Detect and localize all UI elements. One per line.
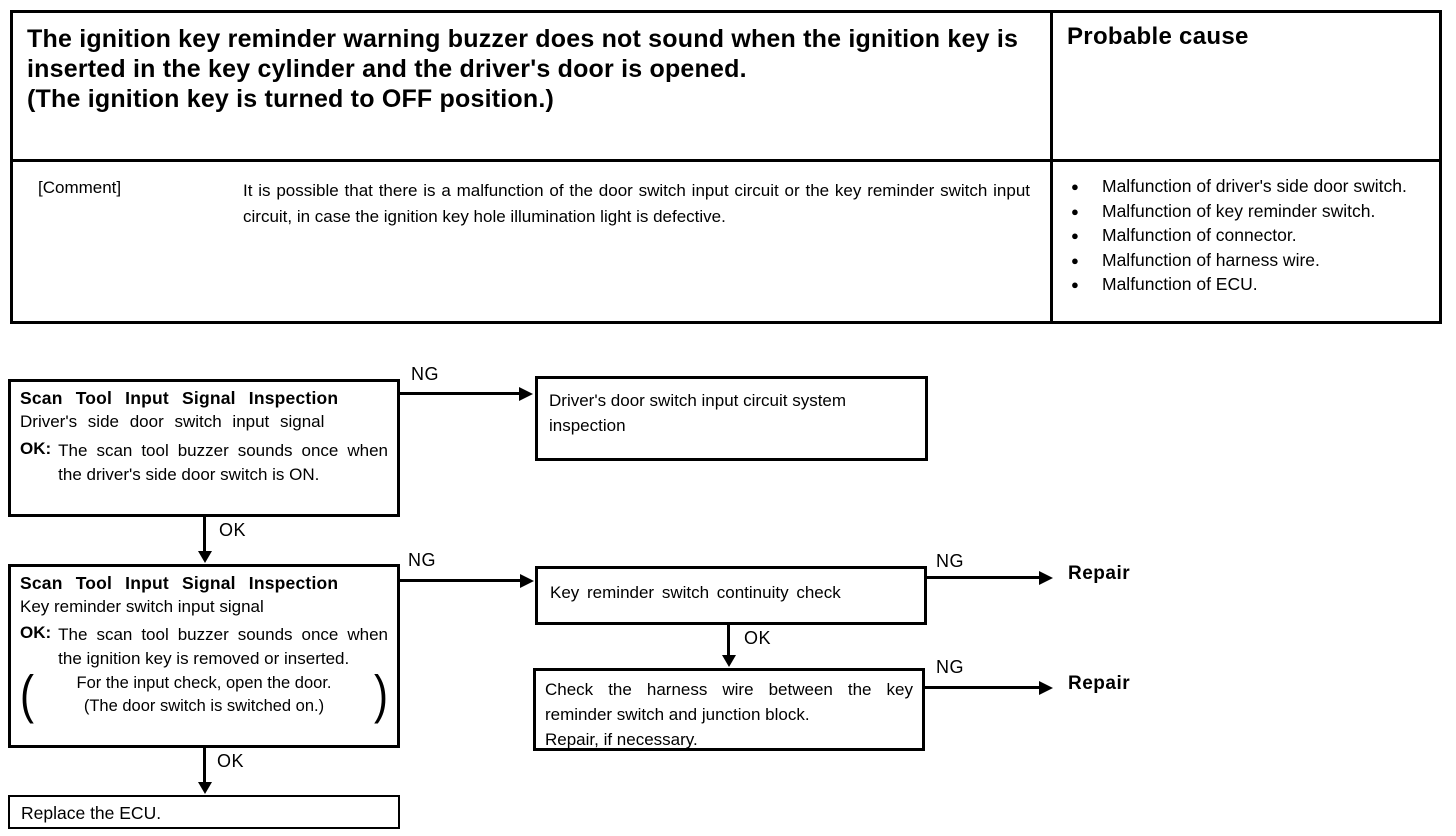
- close-paren: ): [374, 665, 388, 724]
- arrow-head-icon: [519, 386, 533, 401]
- flow-box-text: Replace the ECU.: [21, 803, 162, 823]
- probable-cause-header-cell: Probable cause: [1053, 13, 1439, 162]
- ok-label: OK: [744, 628, 772, 648]
- probable-cause-item: Malfunction of ECU.: [1069, 272, 1425, 297]
- arrow-head-icon: [1039, 570, 1053, 585]
- flow-box-door-switch-circuit-inspection: Driver's door switch input circuit syste…: [535, 376, 928, 461]
- ng-label: NG: [936, 551, 964, 571]
- flow-box-title: Scan Tool Input Signal Inspection: [20, 573, 339, 593]
- ng-label: NG: [936, 657, 964, 677]
- ok-condition-text: The scan tool buzzer sounds once when th…: [58, 441, 388, 484]
- arrow-head-icon: [721, 655, 736, 667]
- comment-cell: [Comment] It is possible that there is a…: [13, 162, 1053, 321]
- ng-arrow: [400, 386, 533, 401]
- probable-cause-item: Malfunction of driver's side door switch…: [1069, 174, 1425, 199]
- flow-box-text: Driver's door switch input circuit syste…: [549, 391, 847, 435]
- arrow-head-icon: [197, 782, 212, 794]
- flow-box-text: Check the harness wire between the key r…: [545, 680, 913, 749]
- ok-condition-label: OK:: [20, 439, 52, 458]
- ok-arrow: [721, 625, 736, 667]
- flow-box-subtitle: Key reminder switch input signal: [20, 597, 264, 616]
- comment-label: [Comment]: [38, 178, 122, 197]
- ok-label: OK: [217, 751, 245, 771]
- arrow-head-icon: [197, 551, 212, 563]
- probable-cause-title: Probable cause: [1067, 23, 1249, 50]
- flow-box-scan-tool-door-switch: Scan Tool Input Signal Inspection Driver…: [8, 379, 400, 517]
- note-line: For the input check, open the door.: [76, 674, 332, 692]
- probable-cause-item: Malfunction of key reminder switch.: [1069, 199, 1425, 223]
- flow-box-title: Scan Tool Input Signal Inspection: [20, 388, 339, 408]
- flow-box-text: Key reminder switch continuity check: [550, 583, 841, 602]
- flow-box-continuity-check: Key reminder switch continuity check: [535, 566, 927, 625]
- ok-arrow: [197, 517, 212, 563]
- ok-condition-label: OK:: [20, 623, 52, 642]
- flow-box-replace-ecu: Replace the ECU.: [8, 795, 400, 829]
- probable-cause-item: Malfunction of connector.: [1069, 223, 1425, 248]
- flow-box-subtitle: Driver's side door switch input signal: [20, 412, 325, 431]
- ok-condition-text: The scan tool buzzer sounds once when th…: [58, 625, 388, 668]
- comment-text: It is possible that there is a malfuncti…: [243, 181, 1030, 226]
- probable-cause-list: Malfunction of driver's side door switch…: [1069, 174, 1425, 297]
- note-line: (The door switch is switched on.): [83, 697, 325, 715]
- ng-label: NG: [411, 364, 439, 384]
- ng-arrow: [400, 573, 534, 588]
- flow-box-note: For the input check, open the door. (The…: [34, 672, 374, 718]
- probable-cause-item: Malfunction of harness wire.: [1069, 248, 1425, 272]
- open-paren: (: [20, 665, 34, 724]
- ng-label: NG: [408, 550, 436, 570]
- ok-label: OK: [219, 520, 247, 540]
- flow-box-harness-check: Check the harness wire between the key r…: [533, 668, 925, 751]
- ng-arrow: [927, 570, 1053, 585]
- repair-label: Repair: [1068, 673, 1131, 694]
- flow-box-scan-tool-key-reminder: Scan Tool Input Signal Inspection Key re…: [8, 564, 400, 748]
- probable-cause-list-cell: Malfunction of driver's side door switch…: [1053, 162, 1439, 321]
- ok-arrow: [197, 747, 212, 794]
- arrow-head-icon: [520, 573, 534, 588]
- ng-arrow: [925, 680, 1053, 695]
- problem-statement: The ignition key reminder warning buzzer…: [27, 25, 1019, 113]
- diagnosis-header-table: The ignition key reminder warning buzzer…: [10, 10, 1442, 324]
- problem-cell: The ignition key reminder warning buzzer…: [13, 13, 1053, 162]
- arrow-head-icon: [1039, 680, 1053, 695]
- repair-label: Repair: [1068, 563, 1131, 584]
